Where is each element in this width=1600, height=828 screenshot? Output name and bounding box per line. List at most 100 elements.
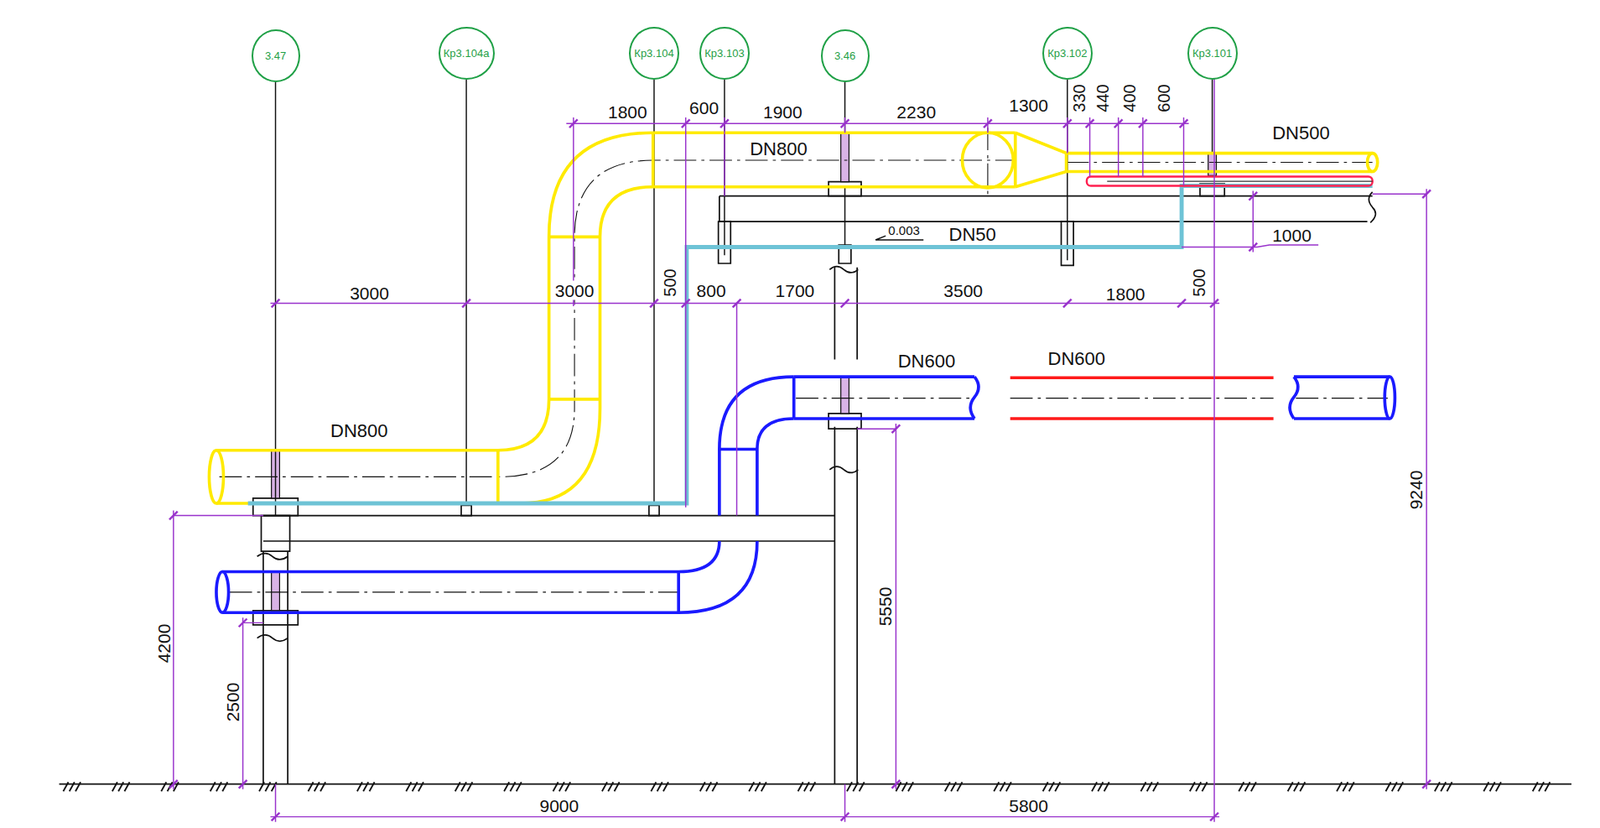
- ground-line: [602, 781, 608, 791]
- support-structure: [257, 553, 289, 560]
- dn600-pipe: [1384, 376, 1395, 419]
- dimension-text: 2500: [223, 682, 242, 723]
- dimension-line: [462, 299, 471, 308]
- support-structure: [834, 426, 858, 785]
- dn800-pipe: [208, 450, 224, 504]
- ground-line: [1496, 781, 1502, 791]
- dimension-line: [892, 779, 901, 789]
- centerline: [219, 127, 1388, 593]
- axis-marker: Кр3.104: [628, 26, 680, 80]
- ground-line: [1238, 781, 1244, 791]
- dimension-text: 2230: [896, 102, 936, 120]
- dimension-text: 0.003: [888, 223, 920, 236]
- ground-line: [210, 781, 216, 791]
- ground-line: [1342, 781, 1348, 791]
- dimension-line: [720, 119, 729, 128]
- ground-line: [1201, 781, 1207, 791]
- ground-line: [405, 781, 411, 791]
- pipe-size: DN50: [949, 225, 997, 245]
- dn800-pipe: [961, 132, 1013, 188]
- dimension-line: [169, 511, 178, 520]
- ground-line: [607, 781, 613, 791]
- dimension-text: 330: [1070, 83, 1088, 112]
- dimension-line: [573, 117, 1185, 508]
- dn600-pipe: [222, 540, 758, 613]
- ground-line: [1538, 781, 1544, 791]
- ground-line: [945, 781, 951, 791]
- ground-line: [412, 781, 418, 791]
- ground-line: [467, 781, 473, 791]
- ground-line: [804, 781, 810, 791]
- dimension-line: [238, 618, 248, 628]
- dimension-line: [841, 119, 850, 128]
- dn600-pipe: [1293, 376, 1390, 419]
- dimension-line: [1422, 779, 1431, 789]
- axis-marker: Кр3.101: [1187, 26, 1238, 80]
- dimension-line: [1372, 188, 1427, 790]
- support-structure: [719, 196, 1373, 222]
- dimension-line: [1177, 299, 1186, 308]
- axis-label: Кр3.104а: [443, 47, 490, 59]
- ground-line: [711, 781, 717, 791]
- dimension-line: [1179, 119, 1189, 128]
- dimension-line: [1210, 812, 1219, 821]
- support-post: [271, 571, 281, 611]
- ground-line: [1532, 781, 1538, 791]
- ground-line: [1251, 781, 1257, 791]
- dn600-pipe: [970, 376, 979, 419]
- dimension-text: 5800: [1008, 796, 1049, 815]
- ground-line: [700, 781, 706, 791]
- ground-line: [118, 781, 124, 791]
- axis-leader: [465, 79, 467, 504]
- ground-line: [798, 781, 804, 791]
- ground-line: [846, 781, 852, 791]
- dimension-text: 1000: [1272, 225, 1312, 244]
- heated-pipe: [1010, 377, 1274, 419]
- ground-line: [1000, 781, 1006, 791]
- dimension-line: [1063, 299, 1072, 308]
- ground-line: [1091, 781, 1097, 791]
- ground-line: [1195, 781, 1201, 791]
- support-structure: [829, 466, 858, 473]
- ground-line: [516, 781, 522, 791]
- tracer-pipe: [1086, 176, 1373, 187]
- dn600-pipe: [1289, 376, 1299, 419]
- ground-line: [810, 781, 816, 791]
- dimension-line: [169, 779, 178, 789]
- ground-line: [1434, 781, 1440, 791]
- dn600-pipe: [676, 571, 681, 613]
- ground-line: [161, 781, 167, 791]
- dimension-line: [271, 812, 281, 821]
- dimension-line: [238, 779, 248, 789]
- ground-line: [1054, 781, 1060, 791]
- dimension-line: [841, 299, 850, 308]
- support-structure: [1368, 192, 1376, 224]
- axis-label: Кр3.102: [1047, 47, 1087, 59]
- ground-line: [1349, 781, 1355, 791]
- ground-line: [1049, 781, 1055, 791]
- support-post: [271, 132, 1217, 611]
- support-post: [841, 132, 850, 182]
- ground-line: [62, 781, 68, 791]
- ground-line: [565, 781, 571, 791]
- pipe-size: DN600: [1048, 349, 1106, 369]
- dimension-line: [271, 299, 281, 308]
- dimension-line: [173, 510, 264, 790]
- dimension-text: 5550: [875, 586, 894, 626]
- dimension-line: [1248, 243, 1258, 252]
- dimension-text: 9240: [1406, 470, 1424, 510]
- ground-line: [614, 781, 620, 791]
- ground-line: [1104, 781, 1110, 791]
- dimension-text: 1300: [1008, 96, 1049, 115]
- centerline: [795, 397, 1388, 399]
- ground-line: [75, 781, 81, 791]
- dn600-pipe: [222, 540, 720, 572]
- dimension-line: [569, 119, 578, 128]
- centerline: [987, 127, 988, 194]
- ground-line: [307, 781, 313, 791]
- dimension-text: 400: [1121, 83, 1138, 112]
- ground-line: [357, 781, 363, 791]
- ground-line: [1392, 781, 1398, 791]
- dimension-line: [983, 119, 993, 128]
- dimension-text: 9000: [539, 796, 579, 815]
